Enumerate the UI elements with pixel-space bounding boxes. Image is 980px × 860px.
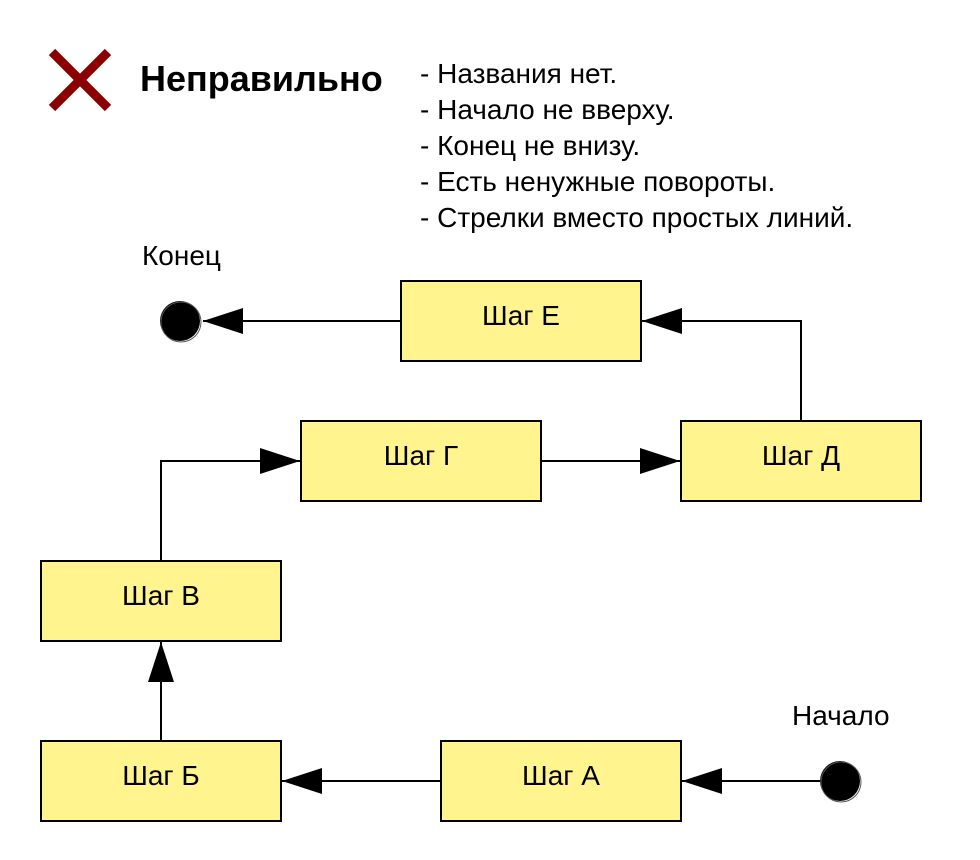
end-node xyxy=(160,301,200,341)
end-label: Конец xyxy=(142,240,221,271)
step-b-label: Шаг Б xyxy=(122,760,200,791)
step-a-label: Шаг А xyxy=(522,760,600,791)
issue-item: - Начало не вверху. xyxy=(420,94,675,125)
start-node xyxy=(820,761,860,801)
step-e-label: Шаг Д xyxy=(761,440,841,471)
step-b-box: Шаг Б xyxy=(40,740,282,822)
connector-e-to-f xyxy=(642,308,802,420)
page-title: Неправильно xyxy=(140,58,383,99)
step-d-box: Шаг Г xyxy=(300,420,542,502)
connector-c-to-d xyxy=(160,448,300,560)
step-f-label: Шаг Е xyxy=(482,300,560,331)
cross-icon xyxy=(48,48,112,112)
issue-item: - Есть ненужные повороты. xyxy=(420,166,776,197)
issue-item: - Конец не внизу. xyxy=(420,130,641,161)
step-f-box: Шаг Е xyxy=(400,280,642,362)
issue-item: - Названия нет. xyxy=(420,58,618,89)
issue-item: - Стрелки вместо простых линий. xyxy=(420,202,854,233)
step-d-label: Шаг Г xyxy=(383,440,459,471)
start-label: Начало xyxy=(792,700,890,731)
issues-list: - Названия нет. - Начало не вверху. - Ко… xyxy=(420,56,853,236)
step-c-box: Шаг В xyxy=(40,560,282,642)
step-c-label: Шаг В xyxy=(122,580,200,611)
step-a-box: Шаг А xyxy=(440,740,682,822)
step-e-box: Шаг Д xyxy=(680,420,922,502)
